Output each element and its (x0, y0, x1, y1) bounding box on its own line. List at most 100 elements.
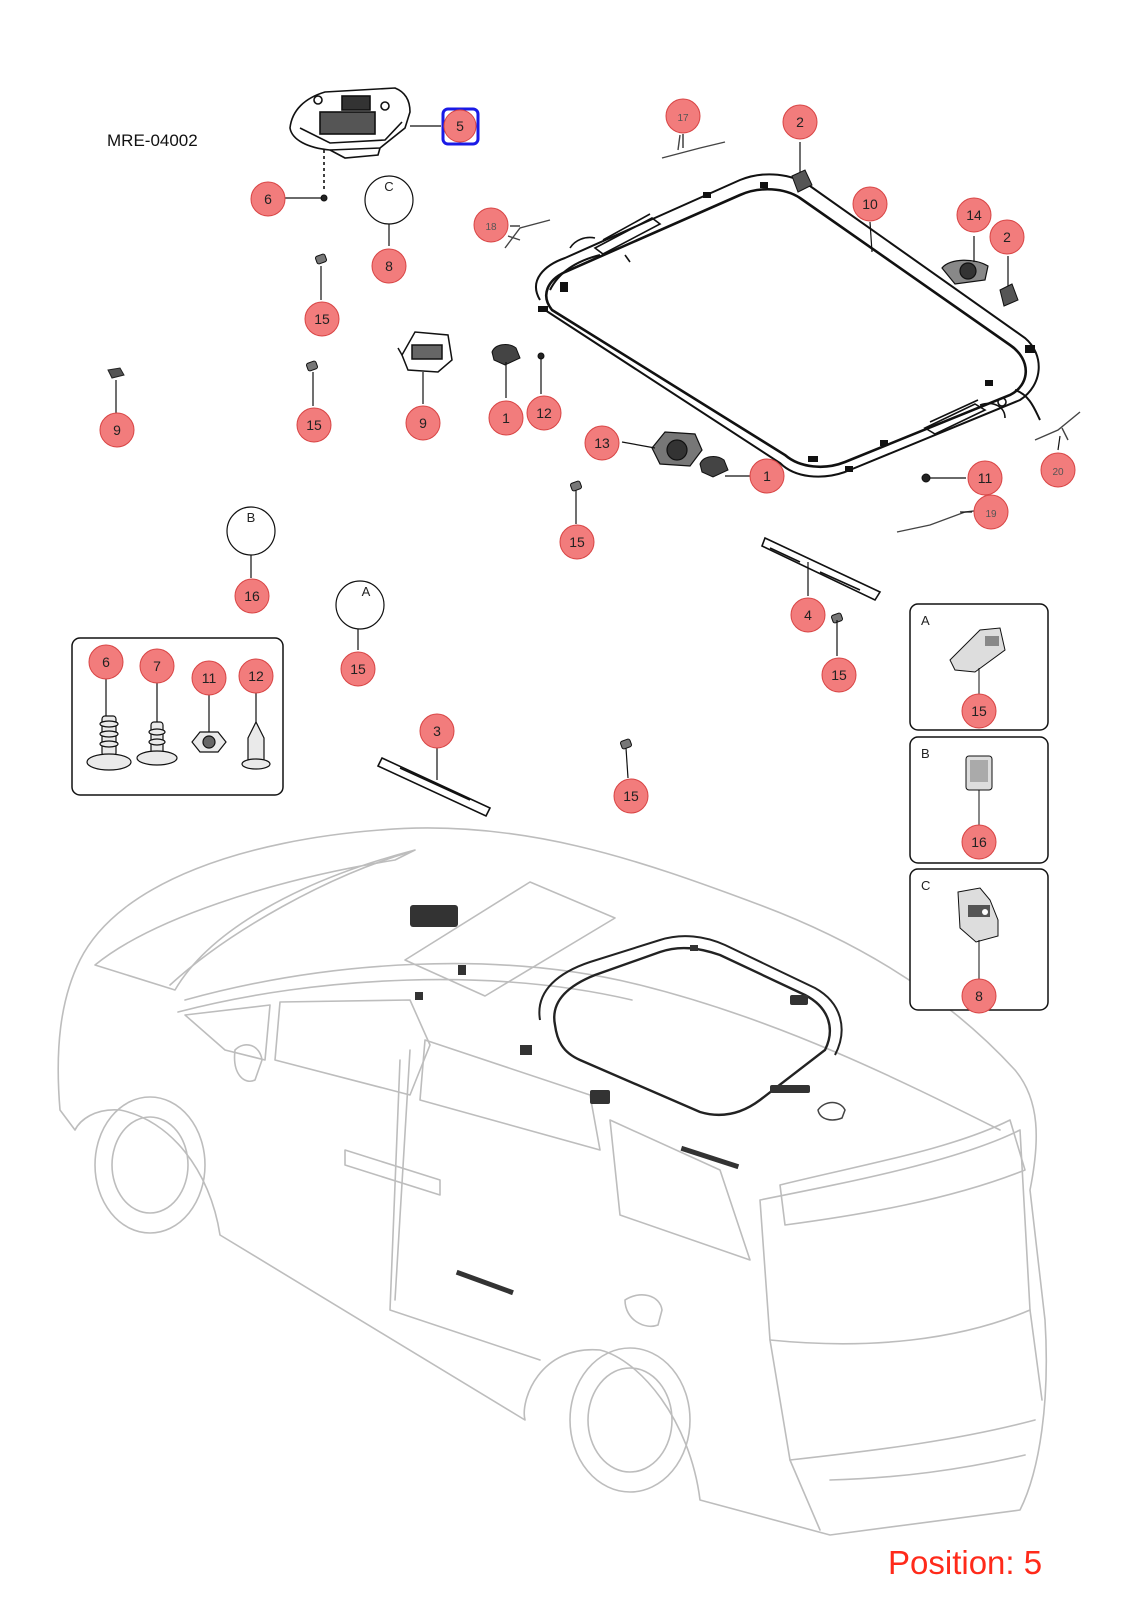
callout-label: 8 (385, 258, 393, 274)
callout-9[interactable]: 9 (99, 412, 135, 448)
callout-11[interactable]: 11 (967, 460, 1003, 496)
callout-15[interactable]: 15 (340, 651, 376, 687)
front-crossmember (569, 213, 662, 263)
callout-18[interactable]: 18 (473, 207, 509, 243)
callout-11[interactable]: 11 (191, 660, 227, 696)
callout-bubble (956, 197, 992, 233)
callout-8[interactable]: 8 (371, 248, 407, 284)
callout-bubble (967, 460, 1003, 496)
detail-panel-a-label: A (921, 613, 930, 628)
callout-bubble (665, 98, 701, 134)
hardware-inset (71, 637, 284, 796)
callout-17[interactable]: 17 (665, 98, 701, 134)
callout-6[interactable]: 6 (88, 644, 124, 680)
callout-label: 9 (419, 415, 427, 431)
callout-bubble (191, 660, 227, 696)
callout-2[interactable]: 2 (782, 104, 818, 140)
callout-12[interactable]: 12 (526, 395, 562, 431)
callout-bubble (234, 578, 270, 614)
callout-1[interactable]: 1 (749, 458, 785, 494)
callout-label: 7 (153, 658, 161, 674)
callout-label: 17 (677, 113, 689, 124)
callout-15[interactable]: 15 (613, 778, 649, 814)
callout-16[interactable]: 16 (234, 578, 270, 614)
callout-15[interactable]: 15 (961, 693, 997, 729)
callout-label: 18 (485, 222, 497, 233)
callout-label: 13 (594, 435, 610, 451)
callout-bubble (821, 657, 857, 693)
part-9-clip (107, 367, 125, 379)
callout-label: 15 (623, 788, 639, 804)
callout-bubble (961, 824, 997, 860)
detail-ref-c: C (384, 179, 393, 194)
callout-bubble (419, 713, 455, 749)
callout-label: 8 (975, 988, 983, 1004)
callout-bubble (961, 978, 997, 1014)
callout-label: 19 (985, 509, 997, 520)
callout-bubble (405, 405, 441, 441)
callout-16[interactable]: 16 (961, 824, 997, 860)
callout-6[interactable]: 6 (250, 181, 286, 217)
callout-7[interactable]: 7 (139, 648, 175, 684)
callout-label: 6 (264, 191, 272, 207)
vehicle-sunroof-frame (538, 935, 843, 1117)
callout-label: 9 (113, 422, 121, 438)
detail-ref-b: B (247, 510, 256, 525)
callout-2[interactable]: 2 (989, 219, 1025, 255)
callout-bubble (238, 658, 274, 694)
callout-19[interactable]: 19 (973, 494, 1009, 530)
callout-label: 15 (314, 311, 330, 327)
motor-part (651, 431, 703, 467)
callout-bubble (473, 207, 509, 243)
callout-bubble (749, 458, 785, 494)
latch-parts (491, 344, 729, 478)
callout-bubble (613, 778, 649, 814)
part-2-blocks (791, 169, 1019, 307)
callout-bubble (88, 644, 124, 680)
callout-15[interactable]: 15 (821, 657, 857, 693)
callout-bubble (973, 494, 1009, 530)
callout-5-selected[interactable]: 5 (441, 107, 480, 146)
callout-8[interactable]: 8 (961, 978, 997, 1014)
callout-13[interactable]: 13 (584, 425, 620, 461)
detail-panel-b-label: B (921, 746, 930, 761)
detail-panel-c (909, 868, 1049, 1011)
callout-10[interactable]: 10 (852, 186, 888, 222)
callout-label: 15 (971, 703, 987, 719)
callout-label: 15 (350, 661, 366, 677)
callout-9[interactable]: 9 (405, 405, 441, 441)
callout-bubble (139, 648, 175, 684)
callout-bubble (340, 651, 376, 687)
callout-14[interactable]: 14 (956, 197, 992, 233)
sunroof-frame-part (535, 173, 1041, 478)
callout-15[interactable]: 15 (559, 524, 595, 560)
overhead-console-part (289, 87, 411, 190)
callout-label: 15 (306, 417, 322, 433)
position-label: Position: 5 (888, 1544, 1043, 1581)
callout-1[interactable]: 1 (488, 400, 524, 436)
callout-15[interactable]: 15 (304, 301, 340, 337)
callout-12[interactable]: 12 (238, 658, 274, 694)
callout-label: 15 (569, 534, 585, 550)
callout-3[interactable]: 3 (419, 713, 455, 749)
callout-20[interactable]: 20 (1040, 452, 1076, 488)
callout-4[interactable]: 4 (790, 597, 826, 633)
detail-ref-circles (226, 175, 414, 630)
callout-label: 6 (102, 654, 110, 670)
callout-15[interactable]: 15 (296, 407, 332, 443)
callout-label: 12 (536, 405, 552, 421)
callout-label: 1 (502, 410, 510, 426)
wiring-harnesses (504, 134, 1081, 533)
callout-label: 3 (433, 723, 441, 739)
diagram-code: MRE-04002 (107, 131, 198, 150)
callout-label: 10 (862, 196, 878, 212)
callout-label: 16 (244, 588, 260, 604)
callout-label: 4 (804, 607, 812, 623)
callout-5-label: 5 (456, 118, 464, 134)
part-9-housing (397, 331, 453, 373)
callout-bubble (559, 524, 595, 560)
callout-bubble (371, 248, 407, 284)
callout-bubble (961, 693, 997, 729)
rail-parts (376, 536, 882, 818)
